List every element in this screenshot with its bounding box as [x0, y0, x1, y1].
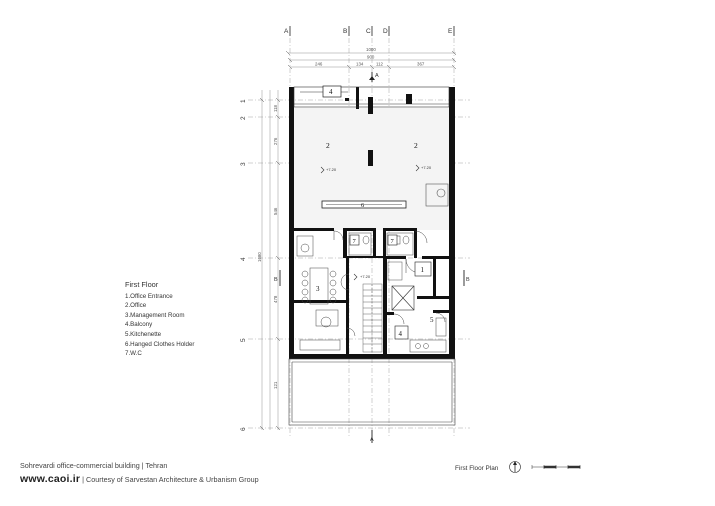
level-marker-left [320, 166, 325, 174]
balcony-tag-box-top [322, 85, 342, 98]
dim-top-overall: 1000 [366, 47, 376, 52]
legend-item: 6.Hanged Clothes Holder [125, 340, 195, 348]
dim-left-seg-4: 478 [273, 295, 278, 303]
room-tag-wc-right: 7 [391, 238, 395, 245]
door-swings [333, 230, 446, 337]
front-yard [288, 358, 456, 426]
grid-label-col-a: A [284, 28, 289, 35]
room-tag-office-right: 2 [414, 141, 418, 150]
wc-tag-box-right [387, 234, 398, 246]
dim-top-seg-4: 367 [417, 62, 425, 67]
dim-top-seg-1: 246 [315, 62, 323, 67]
dimension-texts: 1000 900 246 134 112 367 1680 118 276 54… [257, 47, 425, 389]
wc-tag-box-left [349, 234, 360, 246]
grid-label-row-4: 4 [240, 257, 247, 261]
dim-top-seg-3: 112 [376, 62, 384, 67]
entrance-tag-box [414, 261, 432, 277]
dim-left-seg-2: 276 [273, 137, 278, 145]
dim-top-inner: 900 [367, 55, 375, 60]
grid-label-row-6: 6 [240, 427, 247, 431]
office-floor-fill [294, 108, 454, 230]
section-mark-left: B [274, 277, 278, 283]
site-link[interactable]: www.caoi.ir [20, 473, 81, 485]
section-markers: A A B B [274, 72, 470, 443]
dim-left-seg-1: 118 [273, 104, 278, 112]
columns [345, 94, 412, 166]
room-tag-office-left: 2 [326, 141, 330, 150]
dim-left-overall: 1680 [257, 252, 262, 262]
elevator [391, 285, 415, 311]
grid-label-row-2: 2 [240, 116, 247, 120]
grid-label-col-e: E [448, 28, 453, 35]
room-tag-wc-left: 7 [353, 238, 357, 245]
grid-label-col-d: D [383, 28, 388, 35]
dim-top-seg-2: 134 [356, 62, 364, 67]
room-tag-management: 3 [316, 285, 320, 293]
dim-left-seg-5: 121 [273, 381, 278, 389]
legend-item: 3.Management Room [125, 311, 185, 319]
north-arrow-icon [509, 461, 521, 473]
grid-label-col-c: C [366, 28, 371, 35]
room-tag-clothes-holder: 6 [361, 202, 365, 209]
credit-text: | Courtesy of Sarvestan Architecture & U… [82, 475, 259, 484]
legend-title: First Floor [125, 280, 159, 289]
exterior-walls [289, 87, 455, 359]
legend-item: 4.Balcony [125, 321, 153, 329]
grid-label-row-1: 1 [240, 99, 247, 103]
dim-left-seg-3: 546 [273, 207, 278, 215]
plan-title: First Floor Plan [455, 465, 499, 472]
office-desk [425, 183, 449, 207]
section-mark-bottom: A [370, 437, 374, 443]
stair [362, 283, 383, 353]
room-legend: First Floor 1.Office Entrance 2.Office 3… [125, 280, 194, 359]
level-marker-right [415, 164, 420, 172]
legend-item: 2.Office [125, 302, 147, 310]
interior-walls [294, 228, 450, 354]
meeting-table [296, 235, 341, 351]
section-mark-top: A [375, 73, 379, 79]
room-tag-kitchenette: 5 [430, 316, 434, 324]
legend-item: 5.Kitchenette [125, 330, 162, 338]
kitchenette-fixtures [409, 317, 447, 353]
room-tag-balcony-bottom: 4 [399, 330, 403, 338]
legend-item: 7.W.C [125, 350, 142, 358]
credit-caption: www.caoi.ir | Courtesy of Sarvestan Arch… [20, 473, 259, 485]
level-hall: +7.20 [360, 274, 371, 279]
scale-bar [531, 465, 581, 469]
grid-label-row-3: 3 [240, 162, 247, 166]
room-tag-entrance: 1 [421, 266, 425, 274]
dimension-ticks [259, 50, 457, 431]
section-mark-right: B [466, 277, 470, 283]
grid-label-col-b: B [343, 28, 347, 35]
grid-labels: A B C D E 1 2 3 4 5 6 [240, 26, 455, 431]
level-office-right: +7.20 [421, 165, 432, 170]
dimension-lines [261, 52, 456, 430]
level-marker-hall [353, 273, 358, 281]
balcony-tag-box-bottom [394, 325, 409, 340]
legend-item: 1.Office Entrance [125, 292, 173, 300]
room-tag-balcony-top: 4 [329, 88, 333, 96]
grid-label-row-5: 5 [240, 338, 247, 342]
level-office-left: +7.20 [326, 167, 337, 172]
building-caption: Sohrevardi office-commercial building | … [20, 461, 168, 470]
